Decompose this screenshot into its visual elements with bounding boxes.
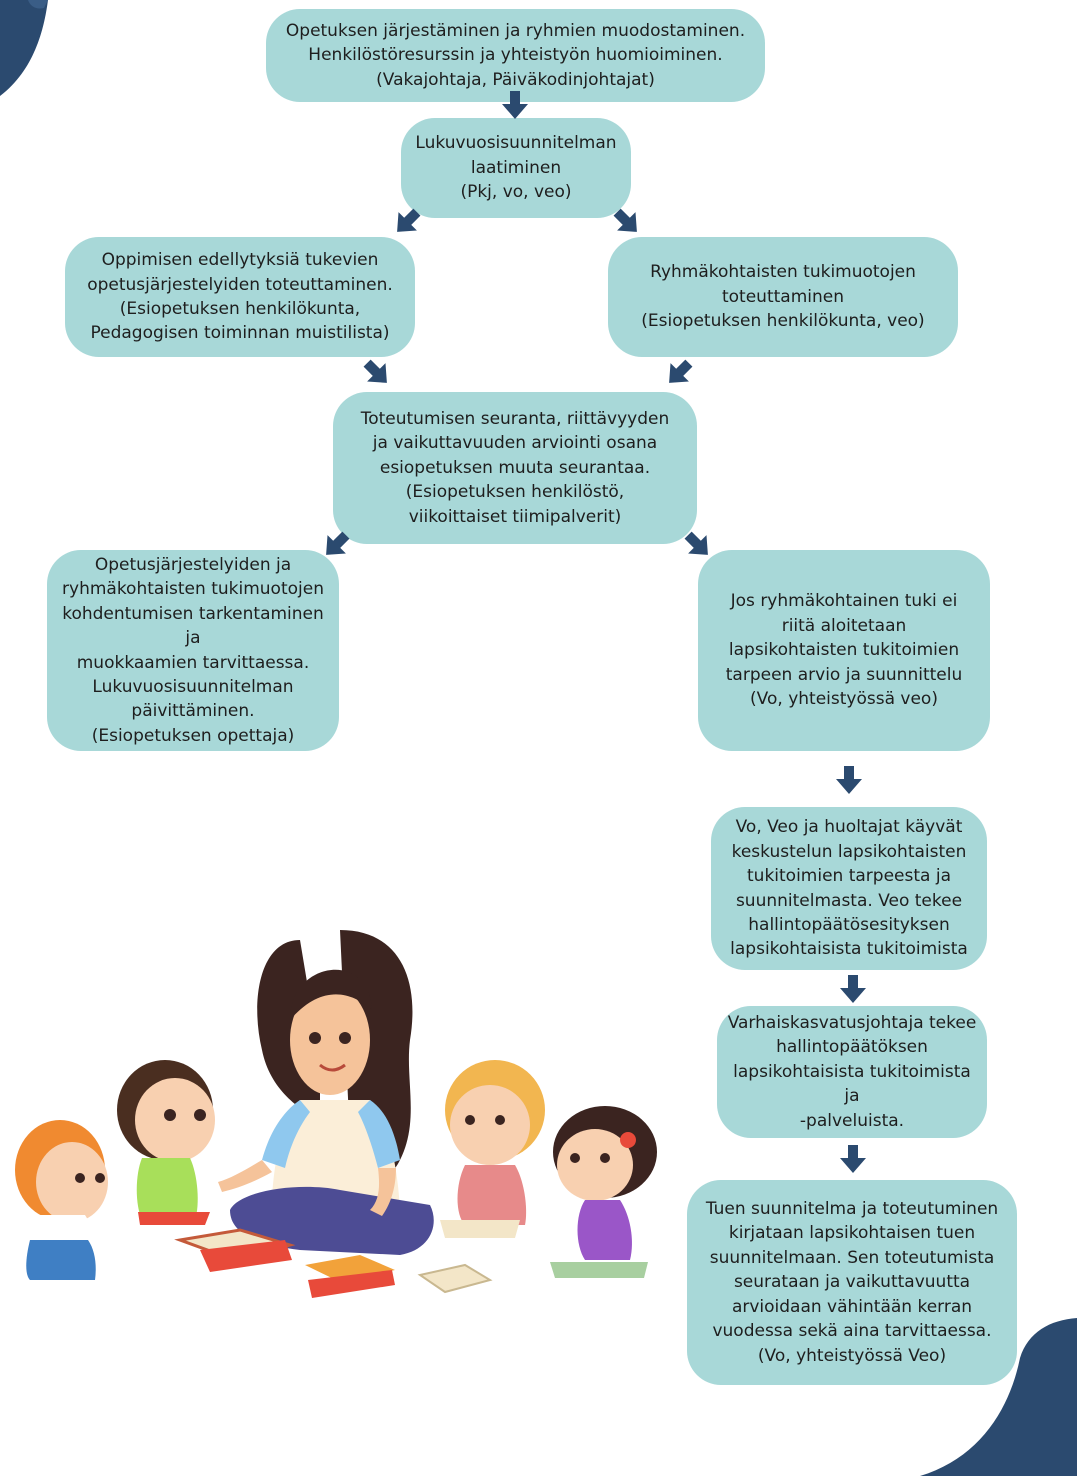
step-organize-teaching: Opetuksen järjestäminen ja ryhmien muodo… [266,9,765,102]
step-administrative-decision-text: Varhaiskasvatusjohtaja tekee hallintopää… [727,1012,977,1131]
arrow-down-left-2 [669,359,693,383]
step-year-plan-text: Lukuvuosisuunnitelman laatiminen (Pkj, v… [415,133,617,203]
arrow-down-4 [840,1145,866,1173]
child-figure-2 [117,1060,215,1225]
teacher-children-illustration [15,930,657,1298]
step-refine-arrangements: Opetusjärjestelyiden ja ryhmäkohtaisten … [47,550,339,751]
child-figure-1 [15,1120,108,1280]
step-individual-assessment-text: Jos ryhmäkohtainen tuki ei riitä aloitet… [725,591,963,710]
step-refine-arrangements-text: Opetusjärjestelyiden ja ryhmäkohtaisten … [62,554,324,746]
step-guardian-discussion-text: Vo, Veo ja huoltajat käyvät keskustelun … [730,817,968,960]
arrow-down-right-1 [613,208,637,232]
step-group-support-text: Ryhmäkohtaisten tukimuotojen toteuttamin… [641,262,925,332]
child-figure-3 [440,1060,545,1238]
step-organize-teaching-text: Opetuksen järjestäminen ja ryhmien muodo… [285,20,746,90]
arrow-down-1 [502,91,528,119]
step-year-plan: Lukuvuosisuunnitelman laatiminen (Pkj, v… [401,118,631,218]
step-support-plan-text: Tuen suunnitelma ja toteutuminen kirjata… [705,1199,999,1366]
teacher-figure [218,930,434,1255]
child-figure-4 [550,1106,657,1278]
step-group-support: Ryhmäkohtaisten tukimuotojen toteuttamin… [608,237,958,357]
step-individual-assessment: Jos ryhmäkohtainen tuki ei riitä aloitet… [698,550,990,751]
arrow-down-right-3 [684,531,708,555]
arrow-down-2 [836,766,862,794]
arrow-down-left-1 [397,208,421,232]
step-learning-arrangements: Oppimisen edellytyksiä tukevien opetusjä… [65,237,415,357]
step-guardian-discussion: Vo, Veo ja huoltajat käyvät keskustelun … [711,807,987,970]
corner-decoration-top-left [0,0,48,96]
corner-decoration-bottom-right [920,1318,1077,1476]
arrow-down-right-2 [363,359,387,383]
step-monitoring-text: Toteutumisen seuranta, riittävyyden ja v… [360,408,670,527]
step-support-plan: Tuen suunnitelma ja toteutuminen kirjata… [687,1180,1017,1385]
step-monitoring: Toteutumisen seuranta, riittävyyden ja v… [333,392,697,544]
books-pile [174,1228,493,1298]
arrow-down-3 [840,975,866,1003]
step-learning-arrangements-text: Oppimisen edellytyksiä tukevien opetusjä… [87,250,393,344]
arrow-down-left-3 [326,531,350,555]
step-administrative-decision: Varhaiskasvatusjohtaja tekee hallintopää… [717,1006,987,1138]
